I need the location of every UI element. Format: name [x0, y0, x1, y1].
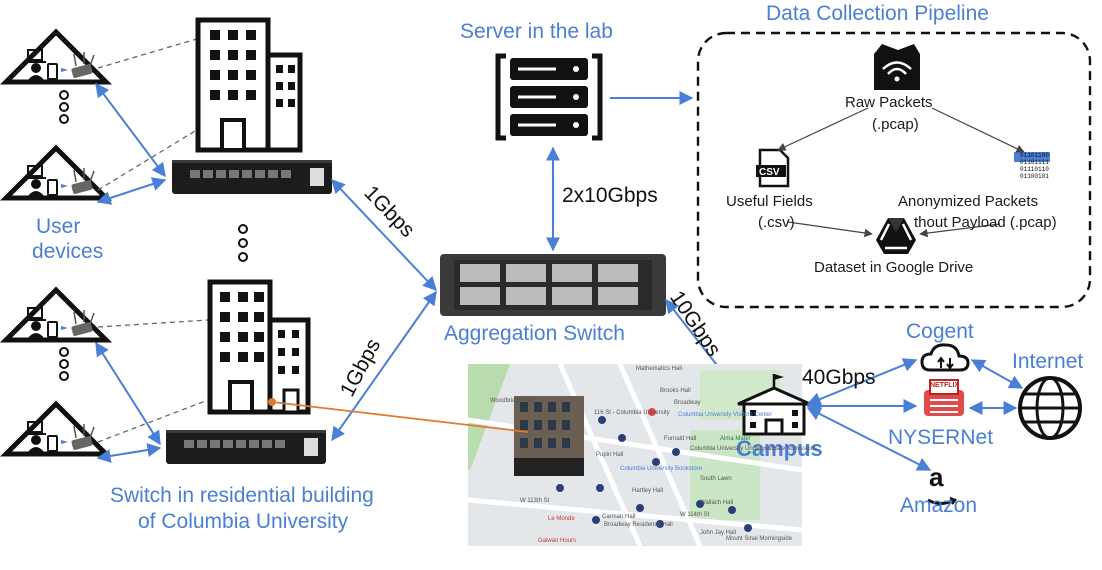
- user-devices-label-1: User: [36, 215, 81, 238]
- map-label: Columbia University Visitors Center: [678, 412, 773, 418]
- map-label: John Jay Hall: [700, 530, 737, 536]
- dataset-label: Dataset in Google Drive: [814, 259, 974, 276]
- pipeline-arrows: [777, 107, 1025, 238]
- house-switch-arrows: [95, 82, 167, 463]
- switch-icon: [166, 430, 326, 464]
- aggregation-switch-label: Aggregation Switch: [444, 322, 625, 345]
- map-label: Gaiwan Hours: [538, 538, 577, 544]
- map-label: Mount Sinai Morningside: [726, 536, 793, 542]
- house-icon: [6, 404, 106, 454]
- ellipsis-dots: [59, 90, 248, 381]
- map-label: Brooks Hall: [660, 388, 691, 394]
- anonymized-label-2: thout Payload (.pcap): [914, 214, 1057, 231]
- switch-icon: [172, 160, 332, 194]
- map-label: 116 St - Columbia University: [594, 410, 670, 416]
- csv-file-icon: [756, 148, 790, 188]
- binary-line: 01101100: [1020, 152, 1049, 159]
- binary-line: 01101111: [1020, 159, 1049, 166]
- dashed-links: [97, 37, 209, 443]
- residential-switch-label-1: Switch in residential building: [110, 484, 374, 507]
- map-label: South Lawn: [700, 476, 732, 482]
- map-label: Furnald Hall: [664, 436, 697, 442]
- patch-panel-icon: [440, 254, 666, 316]
- campus-icon: [737, 374, 811, 436]
- map-label: Broadway: [674, 400, 701, 406]
- server-label: Server in the lab: [460, 20, 613, 43]
- pipeline-title: Data Collection Pipeline: [766, 2, 989, 25]
- google-drive-icon: [876, 218, 916, 254]
- campus-map: [467, 362, 803, 548]
- amazon-icon: [927, 496, 957, 505]
- cloud-icon: [920, 343, 970, 372]
- house-icon: [6, 32, 106, 82]
- user-devices-label-2: devices: [32, 240, 104, 263]
- house-icon: [6, 148, 106, 198]
- map-label: W 114th St: [680, 512, 710, 518]
- globe-icon: [1018, 376, 1082, 440]
- map-label: Hartley Hall: [632, 488, 664, 494]
- nysernet-label: NYSERNet: [888, 426, 994, 449]
- link-label-2x10gbps: 2x10Gbps: [562, 184, 658, 207]
- building-icon: [207, 279, 311, 415]
- map-label: Mathematics Hall: [636, 366, 683, 372]
- map-label: Carman Hall: [602, 514, 636, 520]
- house-icon: [6, 290, 106, 340]
- map-label: Woodbridge Hall: [490, 398, 535, 404]
- wifi-box-icon: [874, 44, 920, 90]
- internet-label: Internet: [1012, 350, 1084, 373]
- amazon-label: Amazon: [900, 494, 978, 517]
- csv-icon-text: CSV: [759, 167, 780, 178]
- amazon-logo-letter: a: [929, 462, 944, 492]
- raw-packets-label: Raw Packets: [845, 94, 933, 111]
- map-label: Alma Mater: [720, 436, 751, 442]
- map-label: Columbia University Bookstore: [620, 466, 703, 472]
- raw-packets-ext: (.pcap): [872, 116, 919, 133]
- binary-line: 01100101: [1020, 173, 1049, 180]
- anonymized-label-1: Anonymized Packets: [898, 193, 1039, 210]
- pipeline-box: [696, 31, 1092, 309]
- server-icon: [495, 53, 603, 141]
- map-label: Broadway Residence Hall: [604, 522, 673, 528]
- building-icon: [195, 17, 303, 153]
- useful-fields-ext: (.csv): [758, 214, 795, 231]
- map-label: Le Monde: [548, 516, 575, 522]
- useful-fields-label: Useful Fields: [726, 193, 813, 210]
- binary-text: 01101100 01101111 01110110 01100101: [1020, 152, 1049, 180]
- map-label: Pupin Hall: [596, 452, 624, 458]
- binary-line: 01110110: [1020, 166, 1049, 173]
- netflix-icon: [924, 379, 964, 416]
- map-link: [271, 401, 529, 433]
- map-label: Columbia University Undergraduate Admiss…: [690, 446, 818, 452]
- residential-switch-label-2: of Columbia University: [138, 510, 349, 533]
- map-label: W 113th St: [520, 498, 550, 504]
- binary-file-icon: [1014, 152, 1050, 162]
- cogent-label: Cogent: [906, 320, 974, 343]
- netflix-badge: NETFLIX: [930, 382, 960, 389]
- map-label: Wallach Hall: [700, 500, 734, 506]
- isp-links: [806, 358, 1024, 471]
- link-label-40gbps: 40Gbps: [802, 366, 876, 389]
- campus-label: Campus: [736, 436, 823, 461]
